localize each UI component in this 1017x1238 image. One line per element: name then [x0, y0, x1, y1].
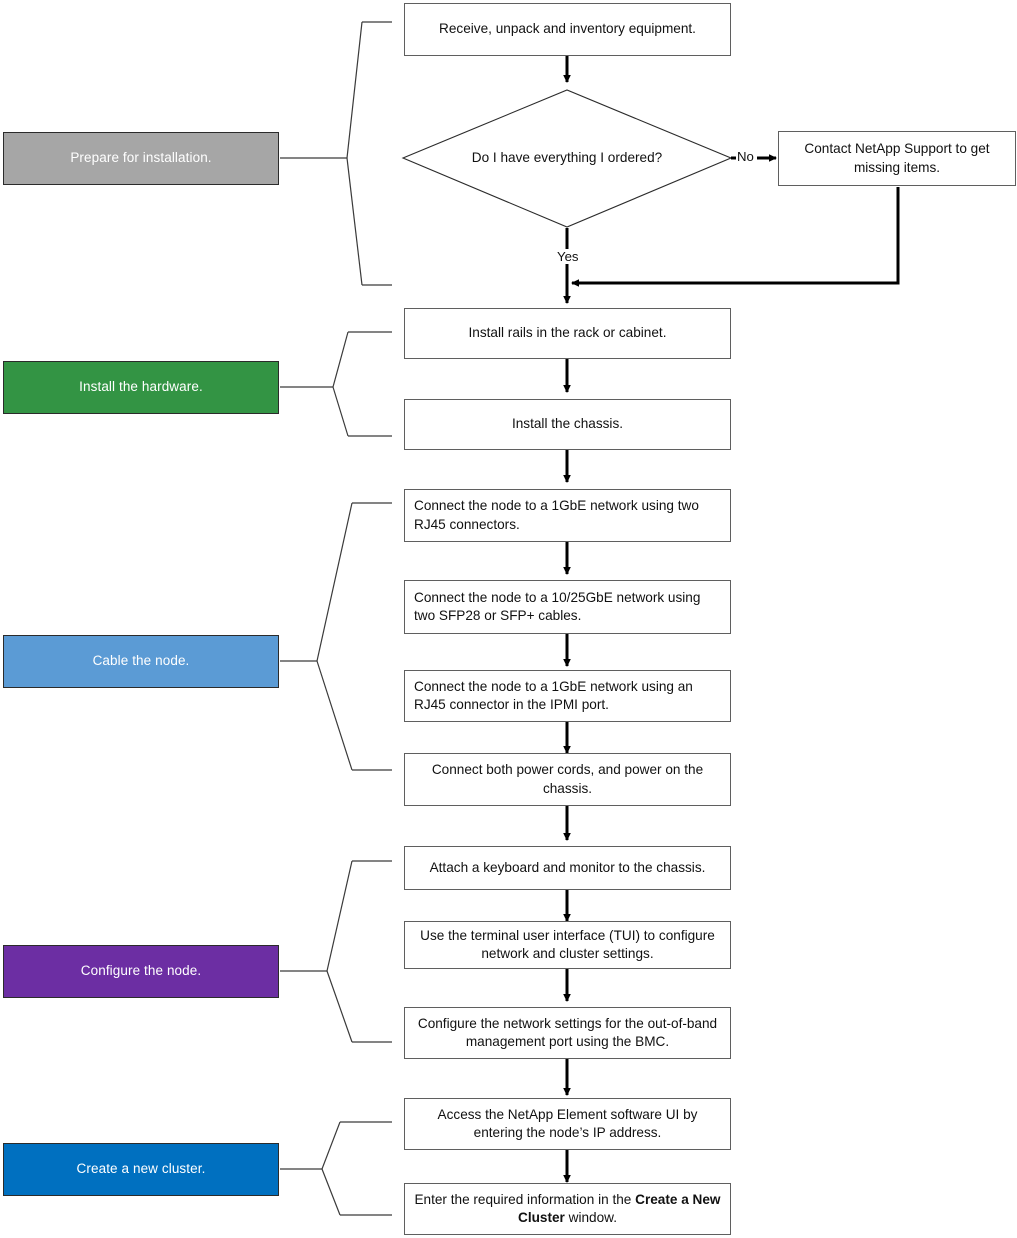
step-text: Receive, unpack and inventory equipment. [439, 21, 696, 37]
bracket-cable-node [280, 502, 392, 771]
bracket-prepare [280, 21, 392, 286]
step-box-enter-cluster-info[interactable]: Enter the required information in the Cr… [404, 1183, 731, 1235]
decision-text: Do I have everything I ordered? [471, 150, 663, 165]
edge-label-text: No [737, 149, 754, 164]
stage-label-text: Configure the node. [80, 963, 202, 979]
stage-label-text: Create a new cluster. [76, 1161, 206, 1177]
bracket-install-hardware [280, 331, 392, 437]
step-box-cable-1gbe[interactable]: Connect the node to a 1GbE network using… [404, 489, 731, 542]
step-box-cable-power[interactable]: Connect both power cords, and power on t… [404, 753, 731, 806]
step-text: Access the NetApp Element software UI by… [437, 1106, 698, 1140]
step-text: Install the chassis. [511, 416, 624, 432]
stage-label-text: Install the hardware. [79, 379, 203, 395]
stage-label-text: Cable the node. [92, 653, 190, 669]
step-box-contact-support[interactable]: Contact NetApp Support to get missing it… [778, 131, 1016, 186]
bracket-create-cluster [280, 1121, 392, 1216]
arrow-return-to-main [570, 187, 900, 287]
step-text: Connect the node to a 10/25GbE network u… [414, 589, 701, 623]
edge-label-no: No [736, 149, 755, 164]
stage-label-create-cluster[interactable]: Create a new cluster. [3, 1143, 279, 1196]
step-text: Contact NetApp Support to get missing it… [804, 141, 990, 175]
step-text: Connect the node to a 1GbE network using… [414, 498, 699, 532]
step-box-cable-ipmi[interactable]: Connect the node to a 1GbE network using… [404, 670, 731, 722]
stage-label-configure-node[interactable]: Configure the node. [3, 945, 279, 998]
step-text: Connect both power cords, and power on t… [431, 762, 704, 796]
step-text: Enter the required information in the Cr… [414, 1191, 721, 1225]
step-box-cable-10-25gbe[interactable]: Connect the node to a 10/25GbE network u… [404, 580, 731, 634]
step-box-attach-kvm[interactable]: Attach a keyboard and monitor to the cha… [404, 846, 731, 890]
step-box-install-rails[interactable]: Install rails in the rack or cabinet. [404, 308, 731, 359]
stage-label-install-hardware[interactable]: Install the hardware. [3, 361, 279, 414]
stage-label-text: Prepare for installation. [70, 150, 212, 166]
step-box-install-chassis[interactable]: Install the chassis. [404, 399, 731, 450]
edge-label-text: Yes [557, 249, 579, 264]
step-text: Connect the node to a 1GbE network using… [414, 678, 693, 712]
bracket-configure-node [280, 860, 392, 1043]
step-text: Install rails in the rack or cabinet. [468, 325, 667, 341]
step-box-receive[interactable]: Receive, unpack and inventory equipment. [404, 3, 731, 56]
step-text: Use the terminal user interface (TUI) to… [420, 927, 715, 961]
stage-label-prepare[interactable]: Prepare for installation. [3, 132, 279, 185]
stage-label-cable-node[interactable]: Cable the node. [3, 635, 279, 688]
step-text: Configure the network settings for the o… [417, 1015, 718, 1049]
step-box-access-element-ui[interactable]: Access the NetApp Element software UI by… [404, 1098, 731, 1150]
decision-label-have-everything: Do I have everything I ordered? [403, 150, 731, 165]
edge-label-yes: Yes [556, 249, 580, 264]
step-text: Attach a keyboard and monitor to the cha… [429, 859, 706, 875]
step-box-use-tui[interactable]: Use the terminal user interface (TUI) to… [404, 921, 731, 969]
step-box-configure-bmc[interactable]: Configure the network settings for the o… [404, 1007, 731, 1059]
